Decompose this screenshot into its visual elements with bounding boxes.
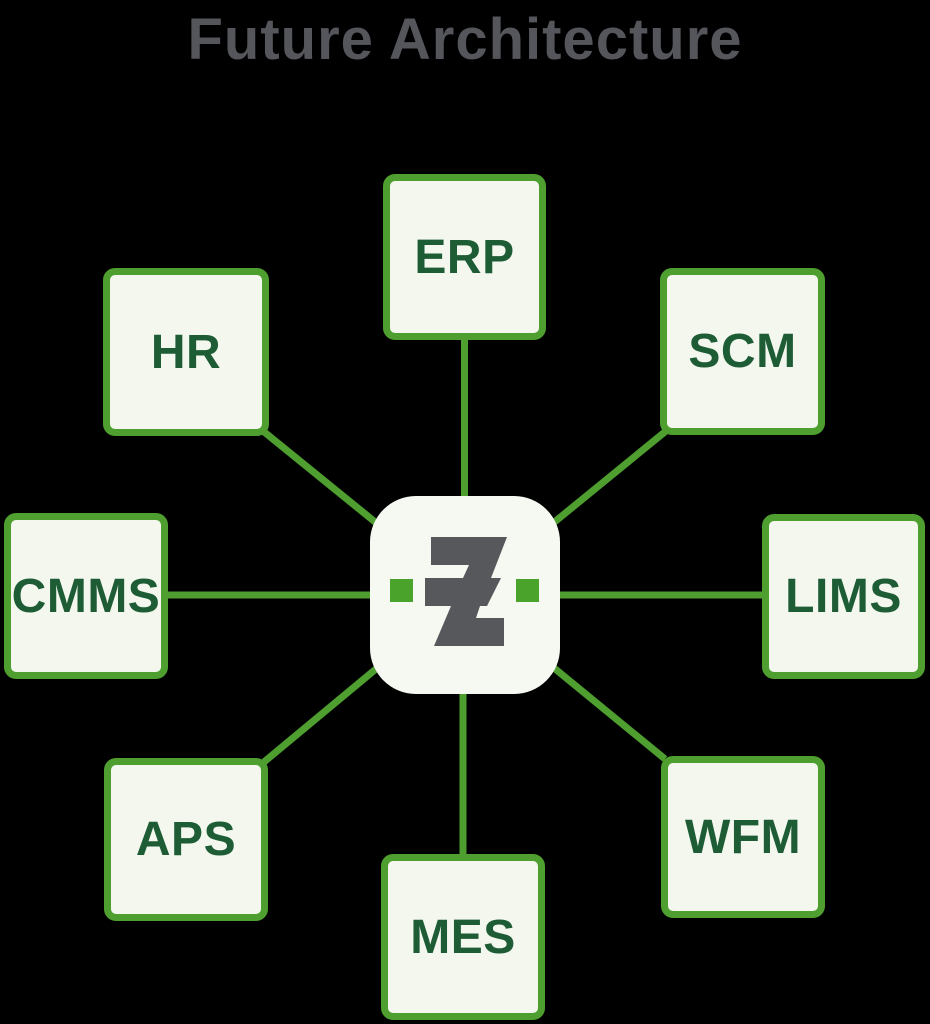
node-aps: APS [104, 758, 268, 921]
logo-right-green-square [516, 579, 539, 602]
node-wfm: WFM [661, 756, 825, 918]
diagram-title: Future Architecture [187, 7, 743, 72]
logo-z-glyph [425, 537, 507, 646]
node-lims-label: LIMS [785, 570, 902, 623]
node-mes-label: MES [410, 910, 516, 964]
hub-node [370, 496, 560, 694]
node-mes: MES [381, 854, 545, 1020]
node-hr: HR [103, 268, 269, 436]
node-aps-label: APS [135, 813, 237, 866]
node-cmms-label: CMMS [11, 569, 161, 623]
z-logo-icon [390, 537, 539, 646]
node-cmms: CMMS [4, 513, 168, 679]
node-scm: SCM [660, 268, 825, 435]
node-wfm-label: WFM [684, 810, 802, 864]
node-erp-label: ERP [414, 230, 515, 284]
node-hr-label: HR [150, 325, 222, 379]
node-scm-label: SCM [688, 325, 797, 378]
node-lims: LIMS [762, 514, 925, 679]
logo-left-green-square [390, 579, 413, 602]
node-erp: ERP [383, 174, 546, 340]
